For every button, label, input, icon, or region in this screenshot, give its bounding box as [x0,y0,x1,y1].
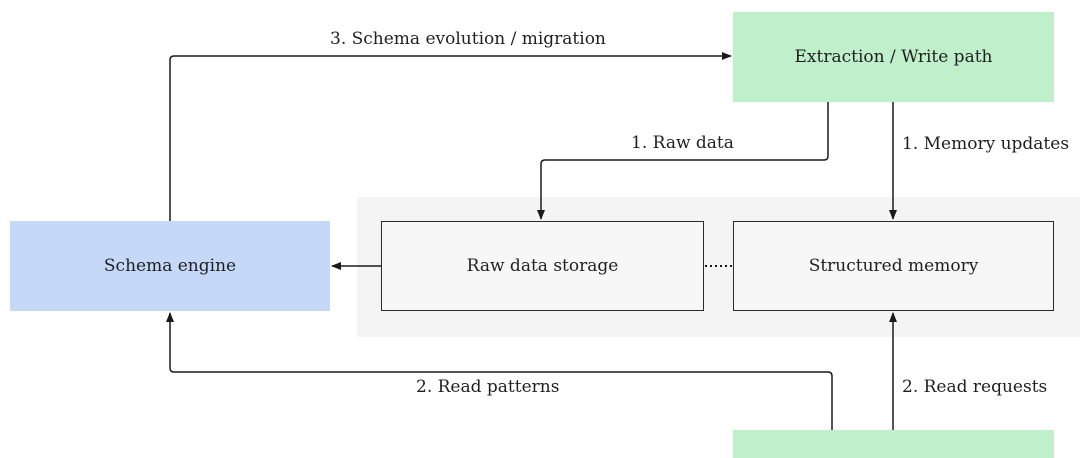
read-path-node [733,430,1054,458]
schema-evolution-arrow [169,52,732,221]
read-requests-label: 2. Read requests [902,377,1048,397]
raw-data-storage-node: Raw data storage [381,221,704,311]
read-patterns-label: 2. Read patterns [416,377,560,397]
raw-data-storage-label: Raw data storage [466,256,619,276]
extraction-write-path-label: Extraction / Write path [794,47,993,67]
extraction-write-path-node: Extraction / Write path [733,12,1054,102]
schema-engine-node: Schema engine [10,221,330,311]
raw-data-arrow [537,102,829,220]
structured-memory-node: Structured memory [733,221,1054,311]
structured-memory-label: Structured memory [808,256,979,276]
schema-evolution-label: 3. Schema evolution / migration [330,29,606,49]
read-patterns-arrow [166,312,833,430]
memory-updates-label: 1. Memory updates [902,134,1070,154]
raw-data-label: 1. Raw data [631,133,734,153]
schema-engine-label: Schema engine [103,256,237,276]
